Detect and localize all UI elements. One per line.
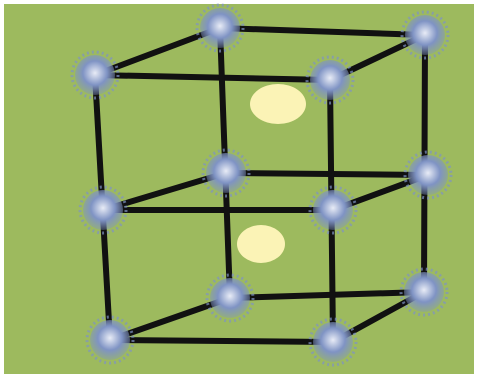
corner-atom-tbl <box>195 3 245 53</box>
lattice-edge-bbl-bbr <box>227 289 427 301</box>
corner-atom-bbl <box>205 273 255 323</box>
corner-atom-mfl <box>78 185 128 235</box>
lattice-edge-tbl-tbr <box>217 25 428 38</box>
lattice-edge-mfl-mbl <box>100 170 229 213</box>
corner-atom-tfl <box>70 50 120 100</box>
lattice-edge-bfl-bbl <box>107 295 233 343</box>
lattice-edge-bfl-bfr <box>107 337 336 345</box>
corner-atom-mbl <box>201 148 251 198</box>
corner-atom-tbr <box>400 10 450 60</box>
lattice-edge-tfl-tfr <box>92 72 333 83</box>
corner-atom-mfr <box>308 185 358 235</box>
lattice-edge-mbl-mbr <box>223 170 431 178</box>
corner-atom-mbr <box>403 150 453 200</box>
interstitial-atom-2 <box>237 225 285 263</box>
corner-atom-tfr <box>305 55 355 105</box>
interstitial-atoms <box>237 84 306 263</box>
corner-atom-bfr <box>308 317 358 367</box>
corner-atom-bbr <box>399 267 449 317</box>
interstitial-atom-1 <box>250 84 306 124</box>
corner-atom-bfl <box>85 315 135 365</box>
corner-atoms <box>70 3 453 367</box>
